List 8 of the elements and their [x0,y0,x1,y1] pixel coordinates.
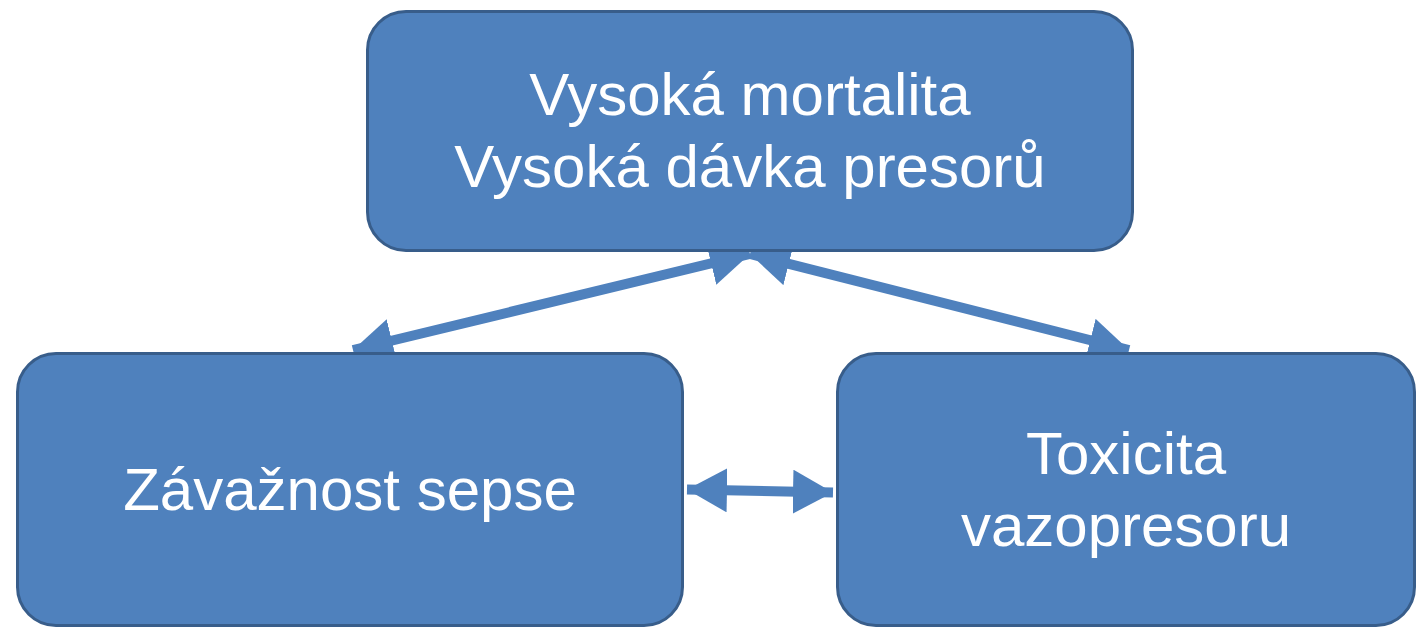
rounded-box [836,352,1416,627]
box-text: Vysoká mortalita [529,60,971,130]
double-arrow [686,468,834,514]
box-text: Vysoká dávka presorů [454,132,1046,202]
rounded-box [366,10,1134,252]
box-text: Toxicita vazopresoru [959,418,1293,561]
box-text: Závažnost sepse [123,454,577,525]
rounded-box [16,352,684,627]
